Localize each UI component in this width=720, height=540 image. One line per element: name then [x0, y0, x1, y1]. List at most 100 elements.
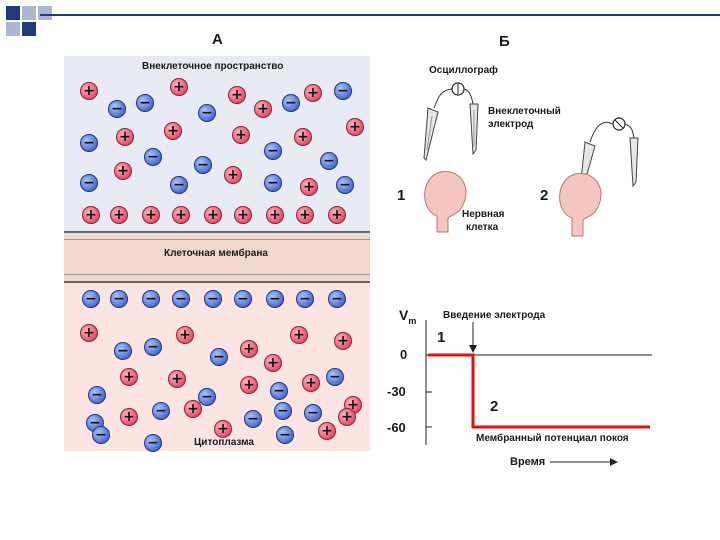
positive-ion: +: [120, 368, 138, 386]
y-axis-label-v: V: [399, 307, 409, 323]
positive-ion: +: [264, 354, 282, 372]
membrane-potential-graph: [425, 320, 652, 466]
positive-ion: +: [234, 206, 252, 224]
corner-square-light-3: [38, 6, 52, 20]
negative-ion: −: [142, 290, 160, 308]
setup-1-number: 1: [397, 187, 406, 204]
y-axis-subscript: m: [408, 315, 417, 326]
electrode-insertion-label: Введение электрода: [443, 310, 546, 321]
negative-ion: −: [328, 290, 346, 308]
negative-ion: −: [80, 174, 98, 192]
negative-ion: −: [198, 104, 216, 122]
electrode-right-2: [629, 137, 639, 188]
positive-ion: +: [184, 400, 202, 418]
insertion-arrowhead: [469, 345, 477, 353]
positive-ion: +: [110, 206, 128, 224]
tick-label-minus-30: -30: [387, 384, 406, 399]
positive-ion: +: [302, 374, 320, 392]
negative-ion: −: [270, 382, 288, 400]
negative-ion: −: [264, 142, 282, 160]
cytoplasm-label: Цитоплазма: [194, 437, 254, 448]
negative-ion: −: [172, 290, 190, 308]
oscillograph-label: Осциллограф: [429, 65, 498, 76]
positive-ion: +: [214, 420, 232, 438]
oscillograph-2: [589, 117, 635, 143]
positive-ion: +: [254, 100, 272, 118]
positive-ion: +: [232, 126, 250, 144]
panel-a-letter: А: [212, 31, 223, 48]
negative-ion: −: [210, 348, 228, 366]
positive-ion: +: [120, 408, 138, 426]
negative-ion: −: [266, 290, 284, 308]
nerve-cell-2: [559, 173, 602, 237]
oscillograph-1: [433, 82, 474, 109]
positive-ion: +: [304, 84, 322, 102]
setup-2-number: 2: [540, 187, 549, 204]
panel-b-letter: Б: [499, 33, 510, 50]
positive-ion: +: [170, 78, 188, 96]
positive-ion: +: [300, 178, 318, 196]
point-2-label: 2: [490, 398, 499, 415]
positive-ion: +: [266, 206, 284, 224]
positive-ion: +: [204, 206, 222, 224]
negative-ion: −: [144, 148, 162, 166]
positive-ion: +: [296, 206, 314, 224]
corner-line: [40, 14, 720, 16]
negative-ion: −: [336, 176, 354, 194]
positive-ion: +: [80, 324, 98, 342]
negative-ion: −: [198, 388, 216, 406]
corner-square-dark-2: [22, 22, 36, 36]
negative-ion: −: [274, 402, 292, 420]
positive-ion: +: [318, 422, 336, 440]
positive-ion: +: [294, 128, 312, 146]
nerve-cell-1: [424, 171, 467, 233]
negative-ion: −: [88, 386, 106, 404]
positive-ion: +: [328, 206, 346, 224]
electrode-label-line2: электрод: [488, 119, 534, 130]
negative-ion: −: [144, 434, 162, 452]
negative-ion: −: [80, 134, 98, 152]
positive-ion: +: [164, 122, 182, 140]
point-1-label: 1: [437, 329, 446, 346]
negative-ion: −: [244, 410, 262, 428]
negative-ion: −: [204, 290, 222, 308]
negative-ion: −: [110, 290, 128, 308]
positive-ion: +: [80, 82, 98, 100]
potential-trace: [428, 353, 650, 429]
negative-ion: −: [264, 174, 282, 192]
negative-ion: −: [320, 152, 338, 170]
positive-ion: +: [116, 128, 134, 146]
negative-ion: −: [326, 368, 344, 386]
cell-membrane: [64, 231, 370, 283]
negative-ion: −: [152, 402, 170, 420]
negative-ion: −: [114, 342, 132, 360]
positive-ion: +: [82, 206, 100, 224]
positive-ion: +: [224, 166, 242, 184]
electrode-label-line1: Внеклеточный: [488, 106, 561, 117]
time-label: Время: [510, 456, 546, 468]
negative-ion: −: [194, 156, 212, 174]
membrane-label: Клеточная мембрана: [164, 248, 268, 259]
cell-label-line1: Нервная: [462, 209, 505, 220]
positive-ion: +: [172, 206, 190, 224]
positive-ion: +: [334, 332, 352, 350]
negative-ion: −: [296, 290, 314, 308]
resting-potential-label: Мембранный потенциал покоя: [476, 433, 629, 444]
ion-distribution-panel: Внеклеточное пространство Клеточная мемб…: [64, 56, 370, 452]
corner-square-dark-1: [6, 6, 20, 20]
negative-ion: −: [108, 100, 126, 118]
negative-ion: −: [282, 94, 300, 112]
tick-label-0: 0: [400, 347, 408, 362]
positive-ion: +: [168, 370, 186, 388]
negative-ion: −: [136, 94, 154, 112]
positive-ion: +: [142, 206, 160, 224]
positive-ion: +: [338, 408, 356, 426]
corner-square-light-1: [22, 6, 36, 20]
negative-ion: −: [82, 290, 100, 308]
negative-ion: −: [92, 426, 110, 444]
electrode-left-1: [423, 107, 439, 161]
positive-ion: +: [228, 86, 246, 104]
negative-ion: −: [144, 338, 162, 356]
oscilloscope-needle-2: [614, 119, 624, 129]
